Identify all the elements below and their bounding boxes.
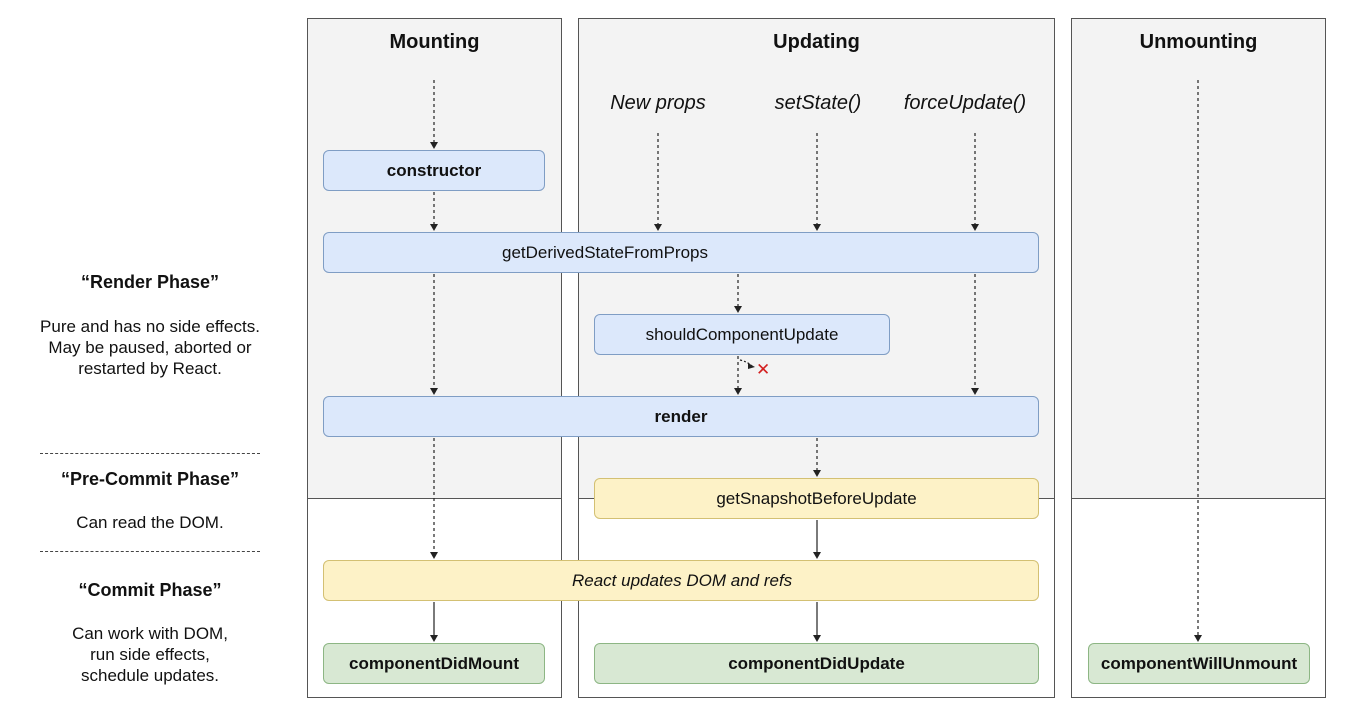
get-snapshot-before-update-box: getSnapshotBeforeUpdate xyxy=(594,478,1039,519)
commit-phase-description: Can work with DOM, run side effects, sch… xyxy=(0,623,300,686)
commit-phase-title: “Commit Phase” xyxy=(78,580,222,600)
unmounting-title: Unmounting xyxy=(1139,31,1258,53)
updating-title: Updating xyxy=(773,31,860,53)
component-will-unmount-box: componentWillUnmount xyxy=(1088,643,1310,684)
force-update-label: forceUpdate() xyxy=(903,92,1027,114)
render-phase-line: restarted by React. xyxy=(78,359,222,378)
should-component-update-box: shouldComponentUpdate xyxy=(594,314,890,355)
react-updates-dom-box: React updates DOM and refs xyxy=(323,560,1039,601)
phase-divider-top xyxy=(40,453,260,454)
constructor-box: constructor xyxy=(323,150,545,191)
render-box: render xyxy=(323,396,1039,437)
pre-commit-phase-description: Can read the DOM. xyxy=(0,512,300,533)
phase-divider-bottom xyxy=(40,551,260,552)
render-phase-description: Pure and has no side effects. May be pau… xyxy=(0,316,300,379)
get-derived-state-from-props-box: getDerivedStateFromProps xyxy=(323,232,1039,273)
commit-phase-line: Can work with DOM, xyxy=(72,624,228,643)
pre-commit-phase-title: “Pre-Commit Phase” xyxy=(60,469,240,489)
component-did-mount-box: componentDidMount xyxy=(323,643,545,684)
commit-phase-line: run side effects, xyxy=(90,645,210,664)
set-state-label: setState() xyxy=(774,92,862,114)
component-did-update-box: componentDidUpdate xyxy=(594,643,1039,684)
mounting-title: Mounting xyxy=(389,31,480,53)
render-phase-title: “Render Phase” xyxy=(80,272,220,292)
cross-icon: ✕ xyxy=(756,360,771,379)
new-props-label: New props xyxy=(610,92,706,114)
render-phase-line: May be paused, aborted or xyxy=(48,338,252,357)
render-phase-line: Pure and has no side effects. xyxy=(40,317,260,336)
pre-commit-phase-line: Can read the DOM. xyxy=(76,513,224,532)
commit-phase-line: schedule updates. xyxy=(81,666,219,685)
